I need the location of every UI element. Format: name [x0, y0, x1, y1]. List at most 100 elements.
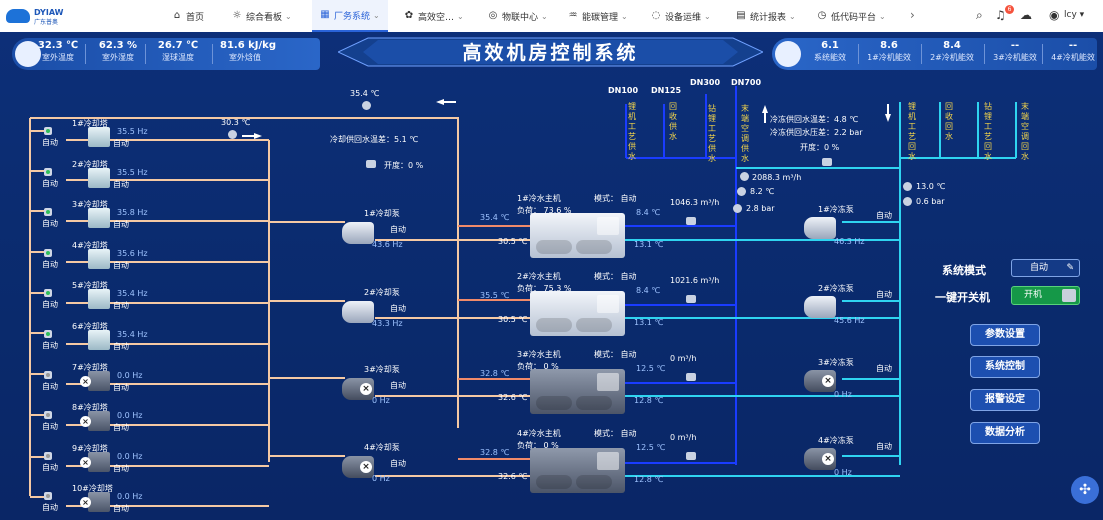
tower-stop-icon: × [80, 456, 91, 468]
cw-valve-opening: 开度：0 % [384, 161, 424, 170]
power-toggle[interactable]: 开机 [1011, 286, 1080, 305]
chw-bypass-valve-icon[interactable] [822, 158, 832, 166]
chiller-name: 1#冷水主机 [517, 194, 561, 203]
bell-icon[interactable]: ♫ [995, 8, 1006, 22]
chilled-pump-icon[interactable] [804, 296, 836, 318]
tower-state: 自动 [113, 139, 129, 148]
cooling-pump-icon[interactable] [342, 222, 374, 244]
chw-return-temp-sensor-icon [903, 182, 912, 191]
tower-valve-icon[interactable] [44, 370, 52, 379]
tower-valve-icon[interactable] [44, 411, 52, 420]
chevron-down-icon: ⌄ [541, 11, 548, 21]
tower-state: 自动 [113, 260, 129, 270]
chiller-chw-valve-icon[interactable] [686, 373, 696, 381]
cooling-tower-icon[interactable] [88, 451, 110, 472]
tower-valve-icon[interactable] [44, 289, 52, 298]
tower-valve-icon[interactable] [44, 330, 52, 338]
pipe-dn100: DN100 [608, 86, 639, 95]
cooling-tower-icon[interactable] [88, 289, 110, 310]
chilled-pump-icon[interactable]: × [804, 370, 836, 392]
chilled-pump-icon[interactable] [804, 217, 836, 239]
chw-return-press: 0.6 bar [916, 197, 945, 206]
chiller-name: 3#冷水主机 [517, 350, 561, 359]
tower-valve-icon[interactable] [44, 167, 52, 176]
chilled-pump-icon[interactable]: × [804, 448, 836, 470]
tower-valve-icon[interactable] [44, 451, 52, 460]
nav-more-chevron[interactable]: › [910, 8, 915, 22]
chevron-down-icon: ⌄ [789, 11, 796, 21]
chiller-chw-valve-icon[interactable] [686, 452, 696, 460]
cooling-tower-icon[interactable] [88, 330, 110, 350]
param-settings-button[interactable]: 参数设置 [970, 324, 1040, 346]
tower-stop-icon: × [80, 497, 91, 509]
chilled-return-pipes [625, 102, 1017, 477]
tower-valve-icon[interactable] [44, 127, 52, 135]
nav-item-1[interactable]: ☼综合看板⌄ [232, 0, 292, 32]
nav-item-7[interactable]: ▤统计报表⌄ [736, 0, 796, 32]
tower-valve-icon[interactable] [44, 492, 52, 501]
nav-item-0[interactable]: ⌂首页 [172, 0, 204, 32]
system-mode-select[interactable]: 自动 ✎ [1011, 259, 1080, 277]
tower-name: 1#冷却塔 [72, 119, 108, 128]
chiller-chw-valve-icon[interactable] [686, 295, 696, 303]
plant-diagram-stage [0, 32, 1103, 520]
nav-item-3[interactable]: ✿高效空…⌄ [404, 0, 464, 32]
pipe-dn300: DN300 [690, 78, 721, 87]
search-icon[interactable]: ⌕ [976, 8, 983, 22]
cooling-tower-icon[interactable] [88, 127, 110, 147]
chiller-chw-out-temp: 12.5 ℃ [636, 364, 666, 373]
floating-assistant-button[interactable]: ✣ [1071, 476, 1099, 504]
chiller-unit-icon[interactable] [530, 448, 625, 493]
chiller-chw-flow: 1021.6 m³/h [670, 276, 720, 285]
cw-bypass-valve-icon[interactable] [366, 160, 376, 168]
cooling-tower-icon[interactable] [88, 208, 110, 229]
nav-item-2[interactable]: ▦厂务系统⌄ [312, 0, 388, 32]
nav-item-5[interactable]: ♒能碳管理⌄ [568, 0, 628, 32]
tower-valve-icon[interactable] [44, 248, 52, 257]
chiller-unit-icon[interactable] [530, 369, 625, 414]
cooling-hot-pipes [458, 225, 530, 460]
eff-stat-label: 4#冷机能效 [1051, 53, 1095, 62]
cloud-icon[interactable]: ☁ [1020, 8, 1032, 22]
cw-pump-frequency: 0 Hz [372, 396, 390, 405]
chiller-mode: 模式： 自动 [594, 350, 637, 359]
chw-pump-mode: 自动 [876, 364, 892, 373]
chiller-cw-out-temp: 32.6 ℃ [498, 393, 528, 402]
brand-logo[interactable]: DYIAW 广东普奥 [6, 5, 66, 27]
cooling-tower-icon[interactable] [88, 411, 110, 432]
chiller-control-panel-icon [597, 217, 619, 235]
cooling-tower-icon[interactable] [88, 248, 110, 269]
nav-item-6[interactable]: ◌设备运维⌄ [651, 0, 711, 32]
cooling-pump-icon[interactable]: × [342, 378, 374, 400]
tower-mode: 自动 [42, 300, 58, 310]
chiller-unit-icon[interactable] [530, 213, 625, 258]
user-name[interactable]: lcy ▾ [1064, 10, 1085, 20]
nav-item-4[interactable]: ◎物联中心⌄ [488, 0, 548, 32]
chw-pump-mode: 自动 [876, 211, 892, 220]
chevron-down-icon: ⌄ [285, 11, 292, 21]
chw-pump-mode: 自动 [876, 290, 892, 299]
tower-state: 自动 [113, 504, 129, 514]
pump-stop-icon: × [822, 453, 834, 465]
cooling-pump-icon[interactable] [342, 301, 374, 323]
cooling-tower-icon[interactable] [88, 370, 110, 391]
cooling-tower-icon[interactable] [88, 492, 110, 513]
system-control-button[interactable]: 系统控制 [970, 356, 1040, 378]
tower-frequency: 0.0 Hz [117, 370, 143, 380]
tower-valve-icon[interactable] [44, 208, 52, 217]
eff-stat-value: -- [1010, 40, 1020, 51]
chiller-cw-in-temp: 32.8 ℃ [480, 369, 510, 378]
chiller-unit-icon[interactable] [530, 291, 625, 336]
cooling-pump-icon[interactable]: × [342, 456, 374, 478]
chiller-chw-valve-icon[interactable] [686, 217, 696, 225]
nav-item-label: 综合看板 [246, 12, 283, 23]
data-analysis-button[interactable]: 数据分析 [970, 422, 1040, 444]
tower-name: 3#冷却塔 [72, 200, 108, 210]
user-avatar-icon[interactable]: ◉ [1049, 8, 1060, 22]
env-stat-value: 81.6 kJ/kg [220, 40, 276, 51]
cooling-tower-icon[interactable] [88, 167, 110, 188]
pump-stop-icon: × [822, 375, 834, 387]
nav-item-8[interactable]: ◷低代码平台⌄ [817, 0, 886, 32]
return-branch-label: 回收回水 [945, 102, 953, 141]
alarm-settings-button[interactable]: 报警设定 [970, 389, 1040, 411]
